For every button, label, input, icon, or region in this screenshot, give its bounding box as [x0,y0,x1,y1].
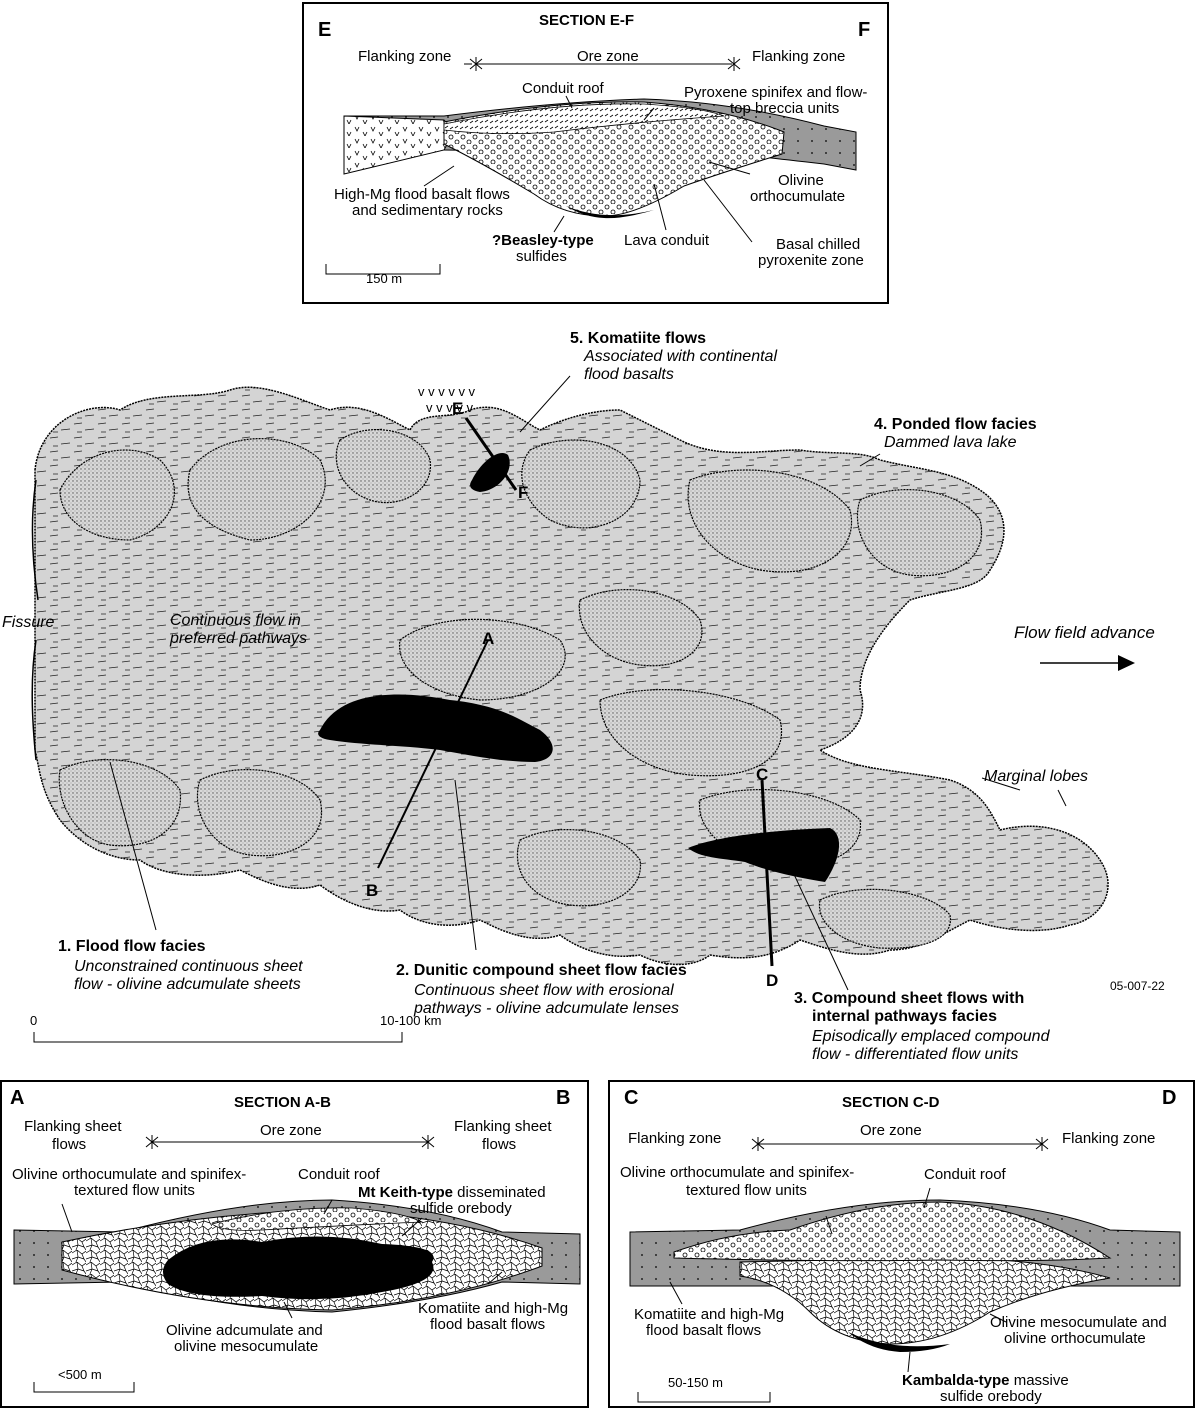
section-ab-mtkeith-rest: disseminated [453,1184,546,1201]
section-ab-adcumulate-2: olivine mesocumulate [174,1338,318,1355]
facies3-title2: internal pathways facies [812,1008,997,1025]
facies3-title1: 3. Compound sheet flows with [794,990,1024,1007]
ef-vees: v v v v v v [418,384,476,399]
section-ab-scale: <500 m [58,1366,102,1383]
section-cd-olivine-2: textured flow units [686,1182,807,1199]
section-cd-meso-1: Olivine mesocumulate and [990,1314,1167,1331]
continuous-flow-2: preferred pathways [170,630,307,647]
komatiite-flows-sub1: Associated with continental [584,348,777,365]
ponded-facies-sub: Dammed lava lake [884,434,1017,451]
section-cd-olivine-1: Olivine orthocumulate and spinifex- [620,1164,854,1181]
komatiite-flows-title: 5. Komatiite flows [570,330,706,347]
facies1-sub1: Unconstrained continuous sheet [74,958,303,975]
section-cd-conduit-roof: Conduit roof [924,1166,1006,1183]
section-cd-komatiite-1: Komatiite and high-Mg [634,1306,784,1323]
facies1-sub2: flow - olivine adcumulate sheets [74,976,301,993]
section-ab-olivine-2: textured flow units [74,1182,195,1199]
flow-field-map: v v v v v v v v v v v [0,0,1195,1100]
section-ab-mtkeith-bold: Mt Keith-type [358,1184,453,1201]
facies2-sub2: pathways - olivine adcumulate lenses [414,1000,679,1017]
komatiite-flows-sub2: flood basalts [584,366,674,383]
section-line-label-a: A [482,630,494,647]
fissure-label: Fissure [2,614,54,631]
section-cd-diagram [610,1082,1195,1410]
section-ab-olivine-1: Olivine orthocumulate and spinifex- [12,1166,246,1183]
section-ab-diagram [2,1082,591,1410]
section-ab-mtkeith-2: sulfide orebody [410,1200,512,1217]
section-line-label-f: F [518,484,528,501]
section-line-label-c: C [756,766,768,783]
section-ab-adcumulate-1: Olivine adcumulate and [166,1322,323,1339]
section-ab-panel: SECTION A-B A B Flanking sheet flows Ore… [0,1080,589,1408]
section-cd-kambalda-bold: Kambalda-type [902,1372,1010,1389]
section-line-label-e: E [452,400,463,417]
section-cd-kambalda-rest: massive [1010,1372,1069,1389]
facies1-title: 1. Flood flow facies [58,938,206,955]
facies3-sub2: flow - differentiated flow units [812,1046,1018,1063]
section-cd-panel: SECTION C-D C D Flanking zone Ore zone F… [608,1080,1195,1408]
figure-id: 05-007-22 [1110,978,1165,995]
section-cd-scale: 50-150 m [668,1374,723,1391]
svg-text:v v v v v: v v v v v [426,400,473,415]
section-cd-kambalda: Kambalda-type massive [902,1372,1069,1389]
section-ab-komatiite-2: flood basalt flows [430,1316,545,1333]
flow-field-advance: Flow field advance [1014,624,1155,641]
section-ab-conduit-roof: Conduit roof [298,1166,380,1183]
section-cd-komatiite-2: flood basalt flows [646,1322,761,1339]
ponded-facies-title: 4. Ponded flow facies [874,416,1037,433]
facies2-title: 2. Dunitic compound sheet flow facies [396,962,687,979]
map-scale-end: 10-100 km [380,1012,441,1029]
map-scale-start: 0 [30,1012,37,1029]
section-ab-mtkeith: Mt Keith-type disseminated [358,1184,546,1201]
section-line-label-b: B [366,882,378,899]
continuous-flow-1: Continuous flow in [170,612,301,629]
facies2-sub1: Continuous sheet flow with erosional [414,982,674,999]
section-cd-kambalda-2: sulfide orebody [940,1388,1042,1405]
section-cd-meso-2: olivine orthocumulate [1004,1330,1146,1347]
section-ab-komatiite-1: Komatiite and high-Mg [418,1300,568,1317]
marginal-lobes: Marginal lobes [984,768,1088,785]
section-line-label-d: D [766,972,778,989]
facies3-sub1: Episodically emplaced compound [812,1028,1049,1045]
